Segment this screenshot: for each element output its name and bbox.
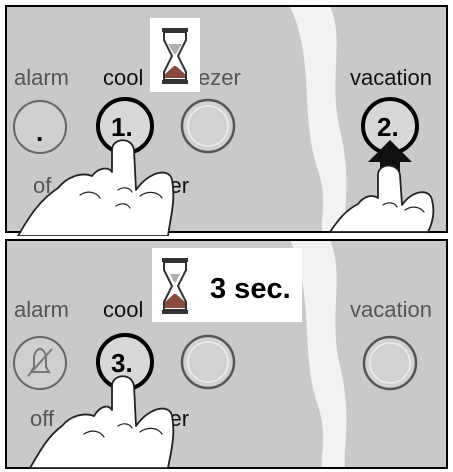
finger-hand-icon [329,164,435,233]
freezer-button[interactable] [180,98,236,154]
control-panel-top: alarm cool ezer vacation of uper . 1. 2. [5,5,448,236]
instruction-step-top: alarm cool ezer vacation of uper . 1. 2. [5,5,448,236]
label-alarm: alarm [14,297,69,322]
label-vacation: vacation [350,65,432,90]
label-freezer: ezer [198,65,241,90]
step-number-3: 3. [111,348,133,378]
step-number-2: 2. [377,112,399,142]
alarm-button[interactable] [13,100,67,154]
label-cool: cool [103,297,143,322]
label-vacation: vacation [350,297,432,322]
timer-callout: 3 sec. [152,248,302,322]
label-cool: cool [103,65,143,90]
hourglass-icon [162,258,188,314]
control-panel-bottom: alarm cool vacation off uper 3 sec. 3. [5,239,448,469]
panel-divider [290,240,347,468]
instruction-step-bottom: alarm cool vacation off uper 3 sec. 3. [0,236,453,472]
label-off: off [30,406,55,431]
bell-off-icon [27,347,53,377]
finger-hand-icon [17,139,175,236]
freezer-button[interactable] [180,334,236,390]
label-alarm: alarm [14,65,69,90]
timer-text: 3 sec. [210,273,291,305]
step-number-1: 1. [111,112,133,142]
alarm-dot: . [36,117,43,147]
label-off: of [33,173,52,198]
vacation-button[interactable] [362,335,418,391]
panel-divider [290,6,347,232]
hourglass-icon [150,18,200,92]
arrow-up-icon [368,140,412,172]
finger-hand-icon [29,375,175,469]
